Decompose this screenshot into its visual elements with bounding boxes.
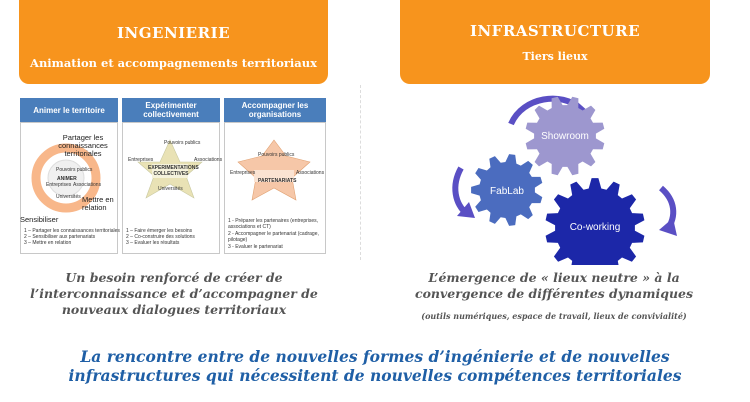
gear-showroom (525, 96, 605, 176)
exp-inner-universites: Universités (158, 186, 183, 192)
animer-inner-pouvoirs: Pouvoirs publics (56, 167, 93, 173)
conclusion-text: La rencontre entre de nouvelles formes d… (68, 347, 682, 385)
part-inner-entreprises: Entreprises (230, 170, 256, 176)
exp-step-2: 2 – Co-construire des solutions (126, 234, 195, 240)
gear-top-shape (525, 96, 605, 176)
gear-big-shape (545, 178, 645, 265)
partenariats-graphic (237, 139, 311, 201)
infrastructure-banner: INFRASTRUCTURE Tiers lieux (400, 0, 710, 84)
part-center: PARTENARIATS (258, 178, 297, 184)
gear-coworking-label: Co-working (570, 222, 621, 233)
ingenierie-banner: INGENIERIE Animation et accompagnements … (19, 0, 328, 84)
exp-inner-entreprises: Entreprises (128, 157, 154, 163)
column-header-experimenter: Expérimenter collectivement (122, 98, 220, 122)
infrastructure-title: INFRASTRUCTURE (469, 22, 641, 40)
gear-fablab-label: FabLab (490, 186, 524, 197)
animer-inner-universites: Universités (56, 194, 81, 200)
label-mettre-relation: Mettre en relation (82, 195, 114, 212)
part-step-2: 2 - Accompagner le partenariat (cadrage,… (228, 231, 319, 243)
exp-step-1: 1 – Faire émerger les besoins (126, 228, 193, 234)
infrastructure-subtitle: Tiers lieux (522, 50, 588, 63)
animer-step-3: 3 – Mettre en relation (24, 240, 72, 246)
part-inner-pouvoirs: Pouvoirs publics (258, 152, 295, 158)
infrastructure-caption-detail: (outils numériques, espace de travail, l… (421, 311, 687, 321)
ingenierie-title: INGENIERIE (116, 24, 231, 42)
ingenierie-diagram: Animer le territoire Expérimenter collec… (18, 98, 328, 260)
label-partager: Partager les connaissances territoriales (58, 133, 108, 158)
animer-ring-graphic (31, 143, 101, 213)
gear-coworking (545, 178, 645, 265)
ingenierie-caption: Un besoin renforcé de créer de l’interco… (30, 270, 318, 317)
column-header-accompagner: Accompagner les organisations (224, 98, 326, 122)
part-step-3: 3 - Evaluer le partenariat (228, 244, 283, 250)
exp-center: EXPERIMENTATIONS COLLECTIVES (148, 165, 199, 177)
part-step-1: 1 - Préparer les partenaires (entreprise… (228, 218, 319, 230)
tiers-lieux-gears-diagram: Showroom FabLab Co-working (452, 95, 677, 265)
label-sensibiliser: Sensibiliser (20, 215, 59, 224)
animer-step-2: 2 – Sensibiliser aux partenariats (24, 234, 96, 240)
exp-step-3: 3 – Evaluer les résultats (126, 240, 180, 246)
part-inner-associations: Associations (296, 170, 325, 176)
exp-inner-associations: Associations (194, 157, 223, 163)
animer-inner-entreprises: Entreprises (46, 182, 72, 188)
column-header-animer: Animer le territoire (20, 98, 118, 122)
gear-fablab (471, 154, 543, 226)
gear-left-shape (471, 154, 543, 226)
experimentations-star-graphic (137, 139, 203, 199)
animer-center: ANIMER (57, 176, 77, 182)
exp-inner-pouvoirs: Pouvoirs publics (164, 140, 201, 146)
animer-step-1: 1 – Partager les connaissances territori… (24, 228, 120, 234)
gear-showroom-label: Showroom (541, 131, 589, 142)
animer-inner-associations: Associations (73, 182, 102, 188)
column-separator (360, 85, 361, 260)
ingenierie-subtitle: Animation et accompagnements territoriau… (30, 56, 317, 70)
infrastructure-caption: L’émergence de « lieux neutre » à la con… (414, 270, 694, 301)
